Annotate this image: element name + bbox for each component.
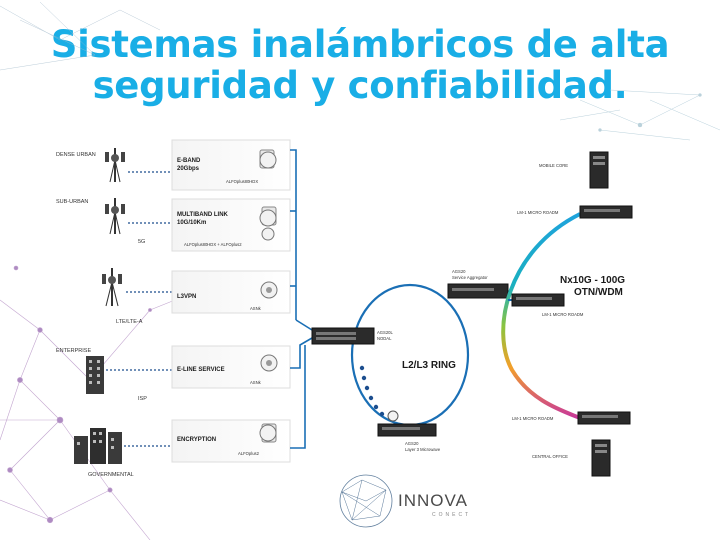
enterprise-building-icon [86, 356, 104, 394]
link-subtitle: 20Gbps [177, 166, 200, 172]
site-label-sub-urban: SUB-URBAN [56, 199, 88, 205]
l2-l3-ring [350, 283, 470, 427]
link-title: E-LINE SERVICE [177, 367, 225, 373]
aggregator-name: AGS20 [452, 269, 466, 274]
innova-logo: INNOVA CONECT [339, 474, 471, 528]
link-device: ALFOplus80HDX + ALFOplus2 [184, 242, 242, 247]
site-label-dense-urban: DENSE URBAN [56, 152, 96, 158]
otn-capacity: Nx10G - 100G [560, 275, 625, 286]
ring-dashed-segment [359, 365, 385, 417]
link-device: ALFOplus2 [238, 451, 260, 456]
aggregator-role: Service Aggregator [452, 275, 488, 280]
roadm-bottom-icon [577, 411, 631, 425]
plexus-decoration-top-right [559, 89, 720, 141]
link-title: E-BAND [177, 158, 201, 164]
link-card-multiband: MULTIBAND LINK 10G/10Km ALFOplus80HDX + … [171, 198, 291, 252]
site-label-5g: 5G [138, 239, 145, 245]
roadm-bottom-label: LM-1 MICRO ROADM [512, 416, 554, 421]
link-card-l3vpn: L3VPN ASNk [171, 270, 291, 314]
radio-antenna-icon [259, 206, 277, 241]
microwave-role: Layer 3 Microwave [405, 447, 441, 452]
link-card-encryption: ENCRYPTION ALFOplus2 [171, 419, 291, 463]
lte-tower-icon [102, 268, 122, 307]
logo-name: INNOVA [398, 491, 468, 510]
plexus-decoration-left [0, 265, 201, 540]
link-card-eband: E-BAND 20Gbps ALFOplus80HDX [171, 139, 291, 191]
service-aggregator-icon [447, 283, 509, 299]
nodal-switch-icon [311, 327, 375, 345]
link-device: ASNk [250, 306, 262, 311]
site-label-isp: ISP [138, 396, 147, 402]
otn-technology: OTN/WDM [574, 287, 623, 298]
plexus-decoration-top-left [0, 1, 161, 71]
link-card-eline: E-LINE SERVICE ASNk [171, 345, 291, 389]
central-office-label: CENTRAL OFFICE [532, 454, 568, 459]
roadm-top-icon [579, 205, 633, 219]
site-label-enterprise: ENTERPRISE [56, 348, 91, 354]
link-subtitle: 10G/10Km [177, 220, 206, 226]
nodal-name: AGS20L [377, 330, 394, 335]
logo-tagline: CONECT [432, 512, 471, 518]
site-label-governmental: GOVERNMENTAL [88, 472, 134, 478]
radio-antenna-icon [259, 423, 277, 443]
nodal-role: NODAL [377, 336, 392, 341]
sub-urban-tower-icon [105, 198, 125, 235]
governmental-buildings-icon [74, 428, 122, 464]
radio-antenna-icon [259, 149, 277, 169]
roadm-top-label: LM-1 MICRO ROADM [517, 210, 559, 215]
link-title: L3VPN [177, 294, 196, 300]
roadm-mid-icon [511, 293, 565, 307]
link-title: MULTIBAND LINK [177, 212, 229, 218]
access-dashed-links [106, 171, 172, 447]
aggregation-lines [290, 149, 313, 449]
microwave-node-icon [377, 410, 437, 437]
radio-antenna-icon [260, 281, 278, 299]
otn-wdm-ring [501, 212, 581, 420]
radio-antenna-icon [260, 354, 278, 372]
mobile-core-label: MOBILE CORE [539, 163, 568, 168]
dense-urban-tower-icon [105, 148, 125, 183]
link-device: ASNk [250, 380, 262, 385]
roadm-mid-label: LM-1 MICRO ROADM [542, 312, 584, 317]
ring-label: L2/L3 RING [402, 360, 456, 371]
central-office-server-icon [591, 439, 611, 477]
title-line-2: seguridad y confiabilidad. [92, 64, 628, 107]
microwave-name: AGS20 [405, 441, 419, 446]
site-label-lte: LTE/LTE-A [116, 319, 143, 325]
page-title: Sistemas inalámbricos de alta seguridad … [0, 24, 720, 106]
link-title: ENCRYPTION [177, 437, 216, 443]
site-column: DENSE URBAN SUB-URBAN 5G LTE/LTE-A [56, 148, 147, 478]
link-device: ALFOplus80HDX [226, 179, 258, 184]
title-line-1: Sistemas inalámbricos de alta [50, 23, 670, 66]
mobile-core-server-icon [589, 151, 609, 189]
